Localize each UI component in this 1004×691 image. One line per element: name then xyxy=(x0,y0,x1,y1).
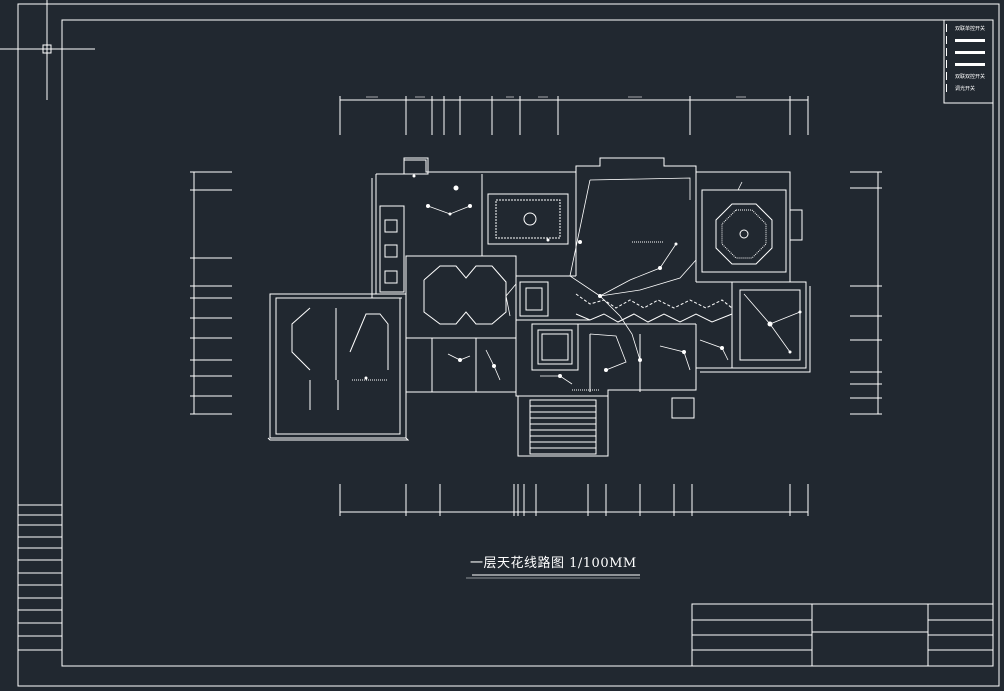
legend-item xyxy=(946,46,990,58)
switch-symbol-icon xyxy=(946,72,953,80)
title-block xyxy=(691,603,994,667)
switch-symbol-icon xyxy=(946,36,953,44)
dimension-top xyxy=(339,96,809,135)
switch-symbol-icon xyxy=(946,24,953,32)
legend-label: 双联双控开关 xyxy=(955,73,986,80)
binding-margin-block xyxy=(18,504,62,651)
legend-label: 双联单控开关 xyxy=(955,25,986,32)
sheet-inner-border xyxy=(61,19,994,667)
floor-plan xyxy=(267,157,811,457)
legend-item: 双联双控开关 xyxy=(946,70,990,82)
legend-label: 调光开关 xyxy=(955,85,976,92)
legend: 双联单控开关双联双控开关调光开关 xyxy=(946,22,990,94)
dimension-left xyxy=(190,171,232,415)
legend-item: 双联单控开关 xyxy=(946,22,990,34)
switch-symbol-icon xyxy=(946,84,953,92)
dimension-bottom xyxy=(339,484,809,516)
legend-frame xyxy=(943,19,994,104)
drawing-title: 一层天花线路图 1/100MM xyxy=(470,556,637,571)
legend-item xyxy=(946,34,990,46)
legend-bar xyxy=(955,62,985,66)
strip-lights xyxy=(352,241,664,391)
legend-item xyxy=(946,58,990,70)
legend-bar xyxy=(955,38,985,42)
legend-item: 调光开关 xyxy=(946,82,990,94)
switch-symbol-icon xyxy=(946,60,953,68)
wiring-circuit xyxy=(427,177,801,385)
light-fixtures xyxy=(364,174,802,380)
switch-symbol-icon xyxy=(946,48,953,56)
legend-bar xyxy=(955,50,985,54)
crosshair-cursor xyxy=(0,0,95,100)
sheet-outer-border xyxy=(17,3,1000,687)
dimension-right xyxy=(850,171,882,415)
